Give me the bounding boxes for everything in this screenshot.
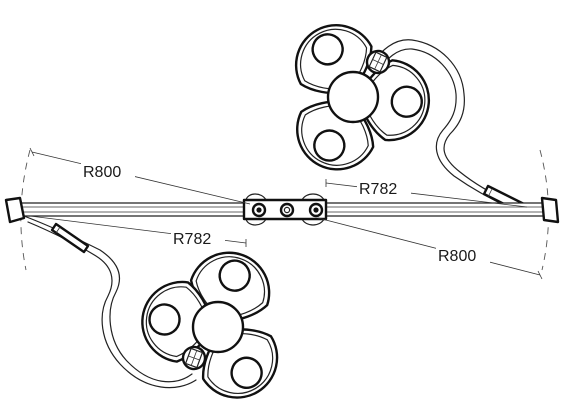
upper-hub: [326, 70, 380, 124]
radius-arcs: [20, 149, 549, 271]
leader-upper-left-r800: [31, 151, 251, 205]
dimension-label-lower-right: R800: [438, 248, 476, 265]
central-bar: [4, 193, 560, 226]
leader-lower-right-r800: [317, 217, 541, 276]
dimension-labels: R800 R782 R782 R800: [81, 161, 490, 265]
bar-end-cap-right: [540, 196, 560, 224]
lower-grip-sleeve: [50, 222, 90, 254]
lower-left-arm-assembly: [23, 215, 294, 409]
upper-arm-outline-outer: [369, 39, 521, 207]
dimension-label-upper-left: R800: [83, 164, 121, 181]
lower-hub: [191, 300, 245, 354]
arc-right: [539, 149, 549, 271]
arc-left: [20, 149, 31, 271]
bar-end-cap-left: [4, 196, 26, 224]
dimension-label-upper-right: R782: [359, 181, 397, 198]
upper-arm-outline-inner: [376, 48, 519, 212]
dimension-label-lower-left: R782: [173, 231, 211, 248]
center-clamp: [242, 193, 328, 226]
